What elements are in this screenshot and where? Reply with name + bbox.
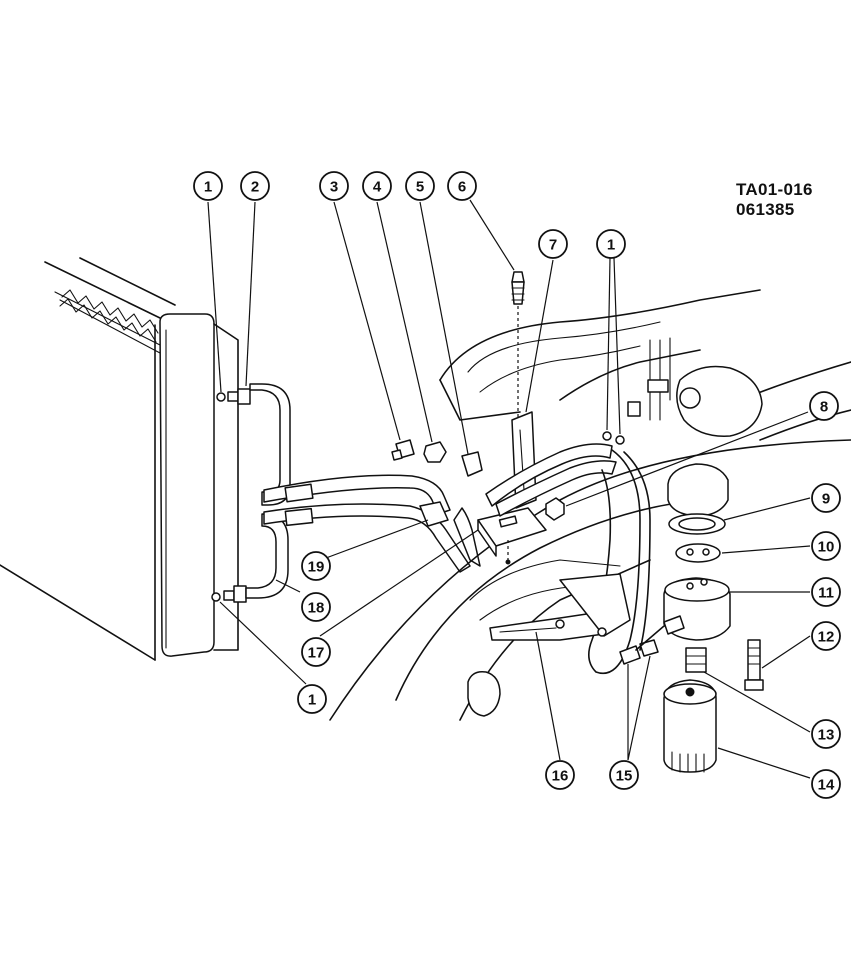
- callout-8: 8: [809, 391, 839, 421]
- svg-text:11: 11: [818, 585, 834, 602]
- callout-7: 7: [538, 229, 568, 259]
- svg-text:7: 7: [549, 237, 557, 254]
- leader-lines: [207, 199, 811, 779]
- callout-2: 2: [240, 171, 270, 201]
- svg-text:9: 9: [822, 491, 830, 508]
- svg-text:6: 6: [458, 179, 466, 196]
- svg-text:13: 13: [818, 727, 835, 744]
- callout-4: 4: [362, 171, 392, 201]
- svg-text:16: 16: [552, 768, 569, 785]
- oil-filter-assembly: [619, 463, 764, 773]
- callout-14: 14: [811, 769, 841, 799]
- callout-9: 9: [811, 483, 841, 513]
- callout-1-bottom: 1: [297, 684, 327, 714]
- svg-text:3: 3: [330, 179, 338, 196]
- callout-11: 11: [811, 577, 841, 607]
- engine-outline: [329, 289, 851, 721]
- callout-18: 18: [301, 592, 331, 622]
- radiator-assembly: [0, 257, 239, 661]
- callout-5: 5: [405, 171, 435, 201]
- svg-text:1: 1: [308, 692, 316, 709]
- drawing-number: TA01-016: [736, 180, 813, 199]
- svg-text:17: 17: [308, 645, 325, 662]
- callout-6: 6: [447, 171, 477, 201]
- callout-13: 13: [811, 719, 841, 749]
- svg-text:19: 19: [308, 559, 325, 576]
- svg-text:15: 15: [616, 768, 633, 785]
- svg-text:4: 4: [373, 179, 382, 196]
- svg-text:5: 5: [416, 179, 424, 196]
- svg-text:1: 1: [607, 237, 615, 254]
- svg-text:12: 12: [818, 629, 835, 646]
- svg-text:1: 1: [204, 179, 212, 196]
- svg-text:18: 18: [308, 600, 325, 617]
- svg-text:10: 10: [818, 539, 835, 556]
- bracket-assembly: [391, 271, 651, 675]
- svg-text:8: 8: [820, 399, 828, 416]
- svg-text:2: 2: [251, 179, 259, 196]
- callout-3: 3: [319, 171, 349, 201]
- drawing-date-code: 061385: [736, 200, 795, 219]
- callout-19: 19: [301, 551, 331, 581]
- callout-16: 16: [545, 760, 575, 790]
- callout-17: 17: [301, 637, 331, 667]
- cooler-lines: [223, 383, 481, 603]
- callout-1-upper-right: 1: [596, 229, 626, 259]
- callout-1-top: 1: [193, 171, 223, 201]
- svg-text:14: 14: [818, 777, 835, 794]
- radiator-core-fins: [59, 289, 159, 343]
- callout-15: 15: [609, 760, 639, 790]
- callout-12: 12: [811, 621, 841, 651]
- callout-10: 10: [811, 531, 841, 561]
